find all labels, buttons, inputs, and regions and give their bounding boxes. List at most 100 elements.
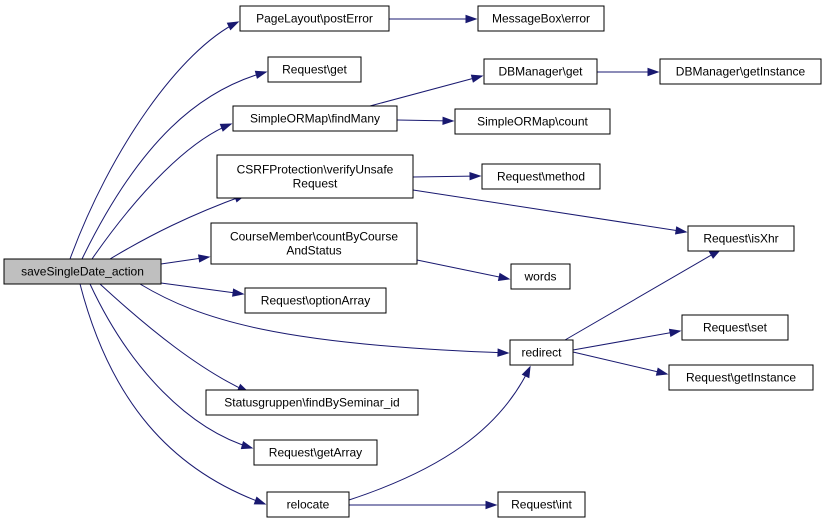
node-box[interactable] bbox=[687, 225, 795, 252]
edge-line bbox=[369, 75, 483, 107]
node-box[interactable] bbox=[481, 163, 601, 190]
node-box[interactable] bbox=[267, 56, 362, 83]
edge-root-to-request_get bbox=[81, 70, 268, 260]
arrowhead-icon bbox=[521, 365, 531, 379]
edge-simpleormap_findmany-to-dbmanager_get bbox=[369, 74, 484, 107]
node-box[interactable] bbox=[244, 287, 387, 314]
edge-line bbox=[572, 351, 668, 375]
edge-root-to-pagelayout_posterror bbox=[69, 21, 240, 260]
node-request-isxhr[interactable]: Request\isXhr bbox=[687, 225, 795, 252]
node-box[interactable] bbox=[510, 263, 571, 290]
node-box[interactable] bbox=[239, 5, 390, 32]
arrowhead-icon bbox=[469, 171, 482, 181]
node-box[interactable] bbox=[210, 222, 418, 265]
node-request-method[interactable]: Request\method bbox=[481, 163, 601, 190]
edge-line bbox=[89, 283, 253, 449]
edge-redirect-to-request_set bbox=[572, 328, 682, 351]
edge-line bbox=[79, 283, 266, 505]
edge-line bbox=[160, 282, 244, 295]
node-root[interactable]: saveSingleDate_action bbox=[3, 258, 162, 285]
node-label: Request\get bbox=[282, 63, 347, 77]
edge-root-to-statusgruppen_find bbox=[99, 283, 250, 393]
node-pagelayout-posterror[interactable]: PageLayout\postError bbox=[239, 5, 390, 32]
node-simpleormap-findmany[interactable]: SimpleORMap\findMany bbox=[232, 105, 398, 132]
arrowhead-icon bbox=[465, 14, 478, 24]
node-label: Request bbox=[293, 177, 338, 191]
node-dbmanager-getinstance[interactable]: DBManager\getInstance bbox=[659, 58, 822, 85]
arrowhead-icon bbox=[485, 500, 498, 510]
edge-relocate-to-request_int bbox=[349, 500, 498, 510]
node-label: PageLayout\postError bbox=[256, 12, 373, 26]
node-words[interactable]: words bbox=[510, 263, 571, 290]
edge-line bbox=[412, 175, 481, 178]
node-request-getinstance[interactable]: Request\getInstance bbox=[668, 364, 814, 391]
node-box[interactable] bbox=[266, 491, 350, 518]
node-box[interactable] bbox=[509, 339, 574, 366]
edge-line bbox=[564, 249, 721, 341]
node-box[interactable] bbox=[205, 389, 419, 416]
edge-line bbox=[412, 189, 687, 233]
node-label: CSRFProtection\verifyUnsafe bbox=[237, 163, 394, 177]
node-box[interactable] bbox=[253, 439, 378, 466]
node-box[interactable] bbox=[659, 58, 822, 85]
node-label: Request\method bbox=[497, 170, 585, 184]
node-dbmanager-get[interactable]: DBManager\get bbox=[483, 58, 598, 85]
node-messagebox-error[interactable]: MessageBox\error bbox=[477, 5, 605, 32]
arrowhead-icon bbox=[226, 21, 240, 31]
edge-line bbox=[348, 366, 531, 501]
node-box[interactable] bbox=[497, 491, 586, 518]
node-box[interactable] bbox=[232, 105, 398, 132]
arrowhead-icon bbox=[655, 367, 669, 376]
node-label: DBManager\getInstance bbox=[676, 65, 806, 79]
node-request-get[interactable]: Request\get bbox=[267, 56, 362, 83]
node-relocate[interactable]: relocate bbox=[266, 491, 350, 518]
node-statusgruppen-find[interactable]: Statusgruppen\findBySeminar_id bbox=[205, 389, 419, 416]
node-label: AndStatus bbox=[286, 244, 341, 258]
node-label: redirect bbox=[521, 346, 562, 360]
arrowhead-icon bbox=[253, 496, 267, 505]
node-box[interactable] bbox=[668, 364, 814, 391]
edge-line bbox=[139, 283, 509, 354]
arrowhead-icon bbox=[198, 254, 211, 263]
node-label: Request\int bbox=[511, 498, 572, 512]
node-label: Request\set bbox=[703, 321, 768, 335]
arrowhead-icon bbox=[497, 272, 511, 281]
arrowhead-icon bbox=[647, 67, 660, 77]
node-box[interactable] bbox=[3, 258, 162, 285]
node-label: saveSingleDate_action bbox=[21, 265, 144, 279]
node-box[interactable] bbox=[477, 5, 605, 32]
node-box[interactable] bbox=[454, 108, 611, 135]
edge-line bbox=[81, 71, 267, 260]
nodes-layer: saveSingleDate_action PageLayout\postErro… bbox=[3, 5, 822, 518]
node-label: relocate bbox=[287, 498, 330, 512]
node-request-set[interactable]: Request\set bbox=[681, 314, 789, 341]
edge-line bbox=[572, 330, 681, 351]
node-request-getarray[interactable]: Request\getArray bbox=[253, 439, 378, 466]
arrowhead-icon bbox=[240, 441, 254, 450]
node-simpleormap-count[interactable]: SimpleORMap\count bbox=[454, 108, 611, 135]
edge-relocate-to-redirect bbox=[348, 365, 531, 501]
edge-root-to-simpleormap_findmany bbox=[91, 123, 233, 260]
node-label: words bbox=[523, 270, 556, 284]
edge-dbmanager_get-to-dbmanager_getinstance bbox=[597, 67, 660, 77]
node-label: DBManager\get bbox=[498, 65, 583, 79]
node-box[interactable] bbox=[216, 154, 414, 199]
node-request-optionarray[interactable]: Request\optionArray bbox=[244, 287, 387, 314]
edge-line bbox=[99, 283, 249, 393]
node-request-int[interactable]: Request\int bbox=[497, 491, 586, 518]
edge-line bbox=[69, 21, 239, 260]
edge-line bbox=[416, 259, 510, 280]
node-redirect[interactable]: redirect bbox=[509, 339, 574, 366]
node-label: Request\getArray bbox=[269, 446, 362, 460]
edge-root-to-redirect bbox=[139, 283, 510, 357]
node-box[interactable] bbox=[483, 58, 598, 85]
arrowhead-icon bbox=[219, 123, 233, 132]
node-box[interactable] bbox=[681, 314, 789, 341]
edge-csrf_verify-to-request_isxhr bbox=[412, 189, 688, 235]
edge-simpleormap_findmany-to-simpleormap_count bbox=[396, 116, 455, 126]
edge-root-to-relocate bbox=[79, 283, 267, 505]
edge-root-to-coursemember_count bbox=[160, 254, 211, 265]
edge-line bbox=[109, 194, 246, 260]
